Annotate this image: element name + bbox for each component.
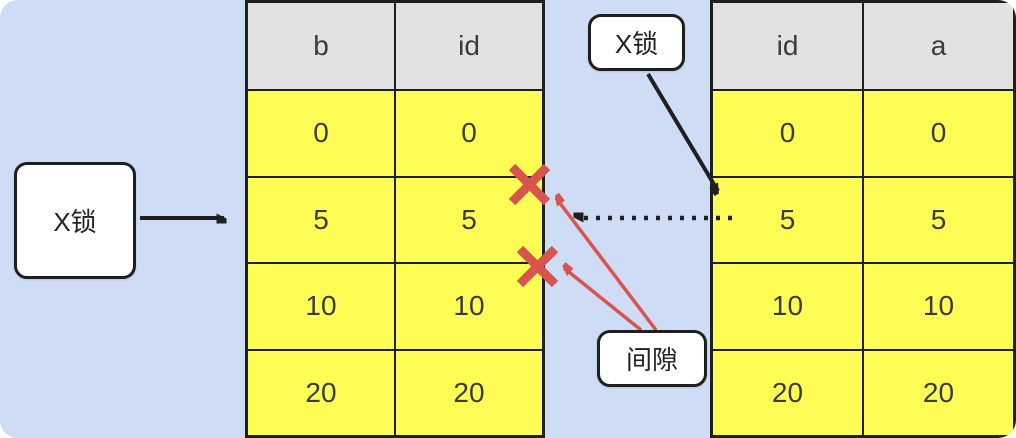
table-cell: 20 <box>247 349 395 436</box>
left-table: b id 0 0 5 5 10 10 20 20 <box>245 0 545 438</box>
right-table: id a 0 0 5 5 10 10 20 20 <box>710 0 1016 438</box>
table-cell: 10 <box>863 263 1014 350</box>
x-lock-top-label: X锁 <box>614 29 659 59</box>
left-table-header-id: id <box>395 2 543 90</box>
gap-label: 间隙 <box>625 345 678 375</box>
x-lock-top-box: X锁 <box>588 14 685 71</box>
table-cell: 20 <box>863 349 1014 436</box>
table-cell: 0 <box>247 90 395 177</box>
x-lock-left-box: X锁 <box>14 162 136 279</box>
arrow-gap-to-upper-cross <box>556 198 658 332</box>
table-cell: 10 <box>712 263 863 350</box>
right-table-header-id: id <box>712 2 863 90</box>
table-cell: 10 <box>247 263 395 350</box>
x-lock-left-label: X锁 <box>53 207 97 237</box>
table-cell: 5 <box>712 176 863 263</box>
arrow-top-lock-to-right-table <box>646 72 720 191</box>
table-cell: 5 <box>863 176 1014 263</box>
table-cell: 20 <box>395 349 543 436</box>
table-cell: 0 <box>863 90 1014 177</box>
table-cell: 5 <box>247 176 395 263</box>
gap-label-box: 间隙 <box>597 330 707 387</box>
left-table-header-b: b <box>247 2 395 90</box>
table-cell: 5 <box>395 176 543 263</box>
table-cell: 20 <box>712 349 863 436</box>
right-table-header-a: a <box>863 2 1014 90</box>
table-cell: 0 <box>395 90 543 177</box>
table-cell: 10 <box>395 263 543 350</box>
table-cell: 0 <box>712 90 863 177</box>
arrow-gap-to-lower-cross <box>564 268 643 332</box>
